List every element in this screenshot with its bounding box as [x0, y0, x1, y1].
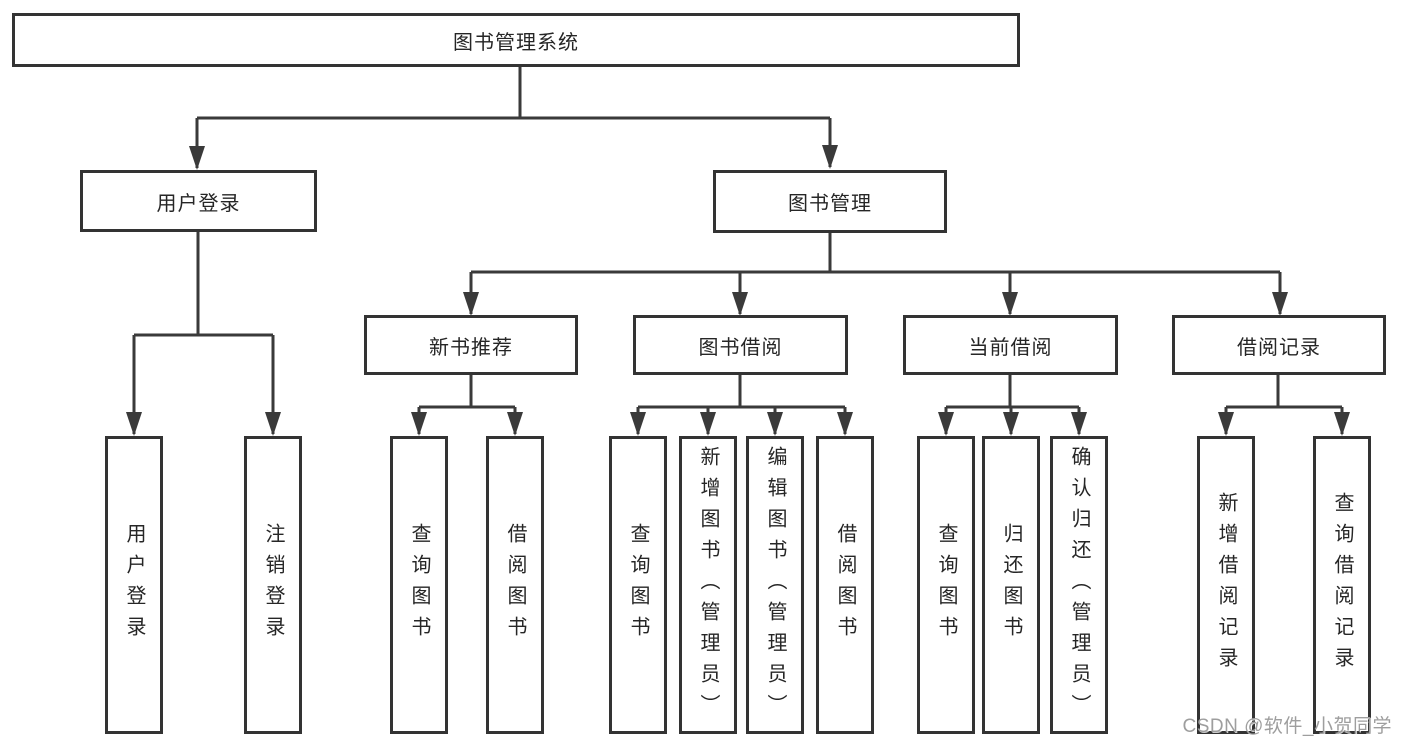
arrowhead [1272, 292, 1288, 316]
node-leaf-borrow-books: 借阅图书 [816, 436, 874, 734]
node-leaf-borrow-books-recommend: 借阅图书 [486, 436, 544, 734]
arrowhead [189, 146, 205, 170]
node-label: 查询图书 [935, 523, 957, 647]
connector-new-book-children [411, 375, 523, 436]
node-leaf-return-books: 归还图书 [982, 436, 1040, 734]
node-book-management-module: 图书管理 [713, 170, 947, 233]
connector-book-management-children [463, 233, 1288, 316]
node-label: 用户登录 [123, 523, 145, 647]
node-label: 确认归还（管理员） [1068, 445, 1090, 725]
arrowhead [822, 145, 838, 169]
node-label: 用户登录 [156, 192, 241, 215]
node-current-borrow: 当前借阅 [903, 315, 1118, 375]
arrowhead [1218, 412, 1234, 436]
connector-book-borrow-children [630, 375, 853, 436]
node-label: 查询图书 [408, 523, 430, 647]
node-label: 当前借阅 [968, 336, 1053, 359]
node-label: 编辑图书（管理员） [764, 445, 786, 725]
arrowhead [1071, 412, 1087, 436]
arrowhead [938, 412, 954, 436]
arrowhead [837, 412, 853, 436]
node-leaf-logout: 注销登录 [244, 436, 302, 734]
node-borrow-records: 借阅记录 [1172, 315, 1386, 375]
node-leaf-edit-books-admin: 编辑图书（管理员） [746, 436, 804, 734]
connector-borrow-records-children [1218, 375, 1350, 436]
node-label: 图书管理 [788, 193, 872, 215]
node-root-system: 图书管理系统 [12, 13, 1020, 67]
node-leaf-user-login: 用户登录 [105, 436, 163, 734]
node-label: 新增图书（管理员） [697, 445, 719, 725]
arrowhead [1334, 412, 1350, 436]
arrowhead [126, 412, 142, 436]
arrowhead [507, 412, 523, 436]
node-leaf-query-books-recommend: 查询图书 [390, 436, 448, 734]
arrowhead [630, 412, 646, 436]
node-label: 注销登录 [262, 523, 284, 647]
connector-root-to-level2 [189, 67, 838, 170]
arrowhead [732, 292, 748, 316]
node-label: 借阅图书 [834, 523, 856, 647]
node-label: 借阅记录 [1237, 336, 1321, 359]
arrowhead [1003, 412, 1019, 436]
arrowhead [411, 412, 427, 436]
csdn-watermark: CSDN @软件_小贺同学 [1182, 716, 1392, 737]
node-label: 归还图书 [1000, 523, 1022, 647]
node-leaf-query-borrow-record: 查询借阅记录 [1313, 436, 1371, 734]
node-label: 新书推荐 [429, 336, 513, 359]
node-leaf-add-borrow-record: 新增借阅记录 [1197, 436, 1255, 734]
node-label: 借阅图书 [504, 523, 526, 647]
node-leaf-confirm-return-admin: 确认归还（管理员） [1050, 436, 1108, 734]
node-leaf-query-books-borrow: 查询图书 [609, 436, 667, 734]
arrowhead [700, 412, 716, 436]
node-label: 图书借阅 [698, 336, 783, 359]
node-book-borrow: 图书借阅 [633, 315, 848, 375]
node-root-label: 图书管理系统 [453, 31, 579, 54]
connector-current-borrow-children [938, 375, 1087, 436]
arrowhead [1002, 292, 1018, 316]
node-user-login-module: 用户登录 [80, 170, 317, 232]
connector-user-login-children [126, 232, 281, 436]
node-label: 新增借阅记录 [1215, 492, 1237, 678]
node-leaf-query-books-current: 查询图书 [917, 436, 975, 734]
arrowhead [265, 412, 281, 436]
node-label: 查询图书 [627, 523, 649, 647]
arrowhead [463, 292, 479, 316]
node-new-book-recommend: 新书推荐 [364, 315, 578, 375]
node-leaf-add-books-admin: 新增图书（管理员） [679, 436, 737, 734]
node-label: 查询借阅记录 [1331, 492, 1353, 678]
arrowhead [767, 412, 783, 436]
